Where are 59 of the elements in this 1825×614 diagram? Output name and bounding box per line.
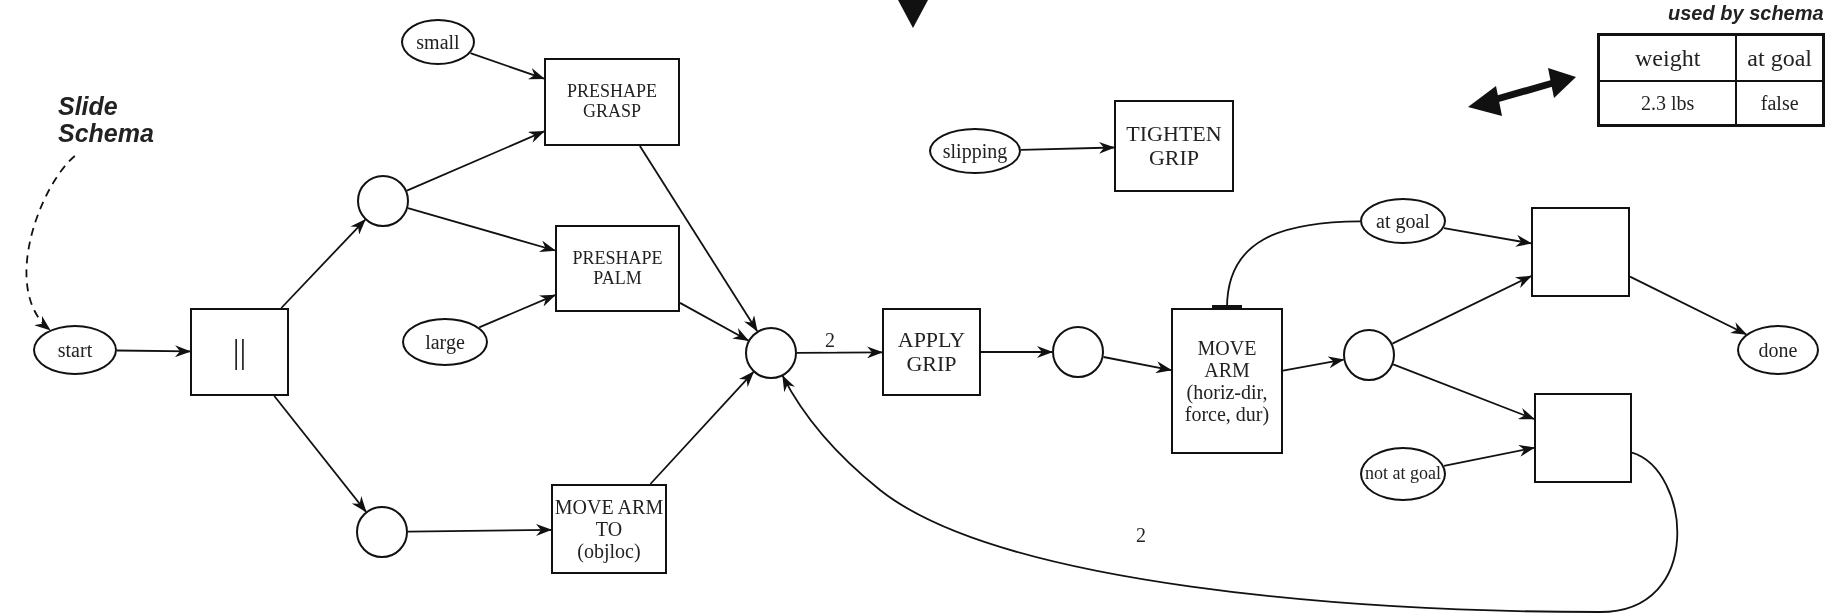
ellipse-node	[401, 19, 475, 65]
process-box	[1531, 207, 1630, 297]
circle-node	[1052, 326, 1104, 378]
arrow	[407, 207, 556, 253]
node-label: done	[1758, 339, 1798, 361]
arrow	[280, 218, 366, 309]
process-box	[190, 308, 289, 396]
schema-title: Slide Schema	[58, 92, 155, 148]
node-label: ||	[232, 333, 247, 371]
circle-node	[356, 506, 408, 558]
arrow	[1392, 363, 1535, 420]
process-box	[1171, 308, 1283, 454]
arrow	[407, 524, 552, 536]
process-box	[1534, 393, 1632, 483]
arrow	[1443, 227, 1532, 247]
node-label: small	[416, 31, 460, 53]
node-label: MOVE ARM	[1196, 337, 1258, 381]
arrow	[639, 145, 758, 332]
arrow	[1629, 275, 1748, 336]
arrow	[679, 302, 750, 342]
ellipse-node	[402, 318, 488, 366]
process-box	[551, 484, 667, 574]
arrow	[406, 130, 545, 192]
node-label: APPLY GRIP	[896, 327, 967, 377]
arrow	[1020, 141, 1115, 154]
arrow	[116, 345, 191, 358]
arrow	[1443, 444, 1535, 467]
node-label: (objloc)	[577, 540, 641, 562]
node-label: MOVE ARM TO	[553, 496, 665, 540]
process-box	[1114, 100, 1234, 192]
node-label: large	[425, 331, 465, 353]
circle-node	[745, 327, 797, 379]
process-box	[555, 225, 680, 312]
node-label: TIGHTEN GRIP	[1125, 121, 1223, 171]
arrow	[25, 155, 76, 331]
arrow	[1282, 356, 1345, 372]
arrow	[1391, 275, 1532, 345]
node-label: PRESHAPE PALM	[571, 248, 664, 289]
arrow	[796, 346, 883, 359]
node-label: start	[57, 339, 93, 361]
arrow	[781, 375, 1679, 613]
arrow	[1102, 356, 1172, 374]
process-box	[882, 308, 981, 396]
node-label: slipping	[942, 140, 1008, 162]
arrow	[980, 346, 1053, 358]
table-heading: used by schema	[1668, 2, 1824, 25]
circle-node	[357, 175, 409, 227]
arrow	[649, 371, 755, 485]
arrow	[478, 294, 556, 329]
node-label: at goal	[1376, 210, 1430, 232]
arrow	[469, 52, 545, 80]
node-label: not at goal	[1365, 464, 1441, 484]
ellipse-node	[1737, 325, 1819, 375]
node-label: (horiz-dir, force, dur)	[1183, 381, 1271, 425]
node-label: PRESHAPE GRASP	[566, 82, 658, 122]
circle-node	[1343, 329, 1395, 381]
arrow	[273, 395, 367, 513]
process-box	[544, 58, 680, 146]
table-cell: weight	[1598, 34, 1737, 81]
